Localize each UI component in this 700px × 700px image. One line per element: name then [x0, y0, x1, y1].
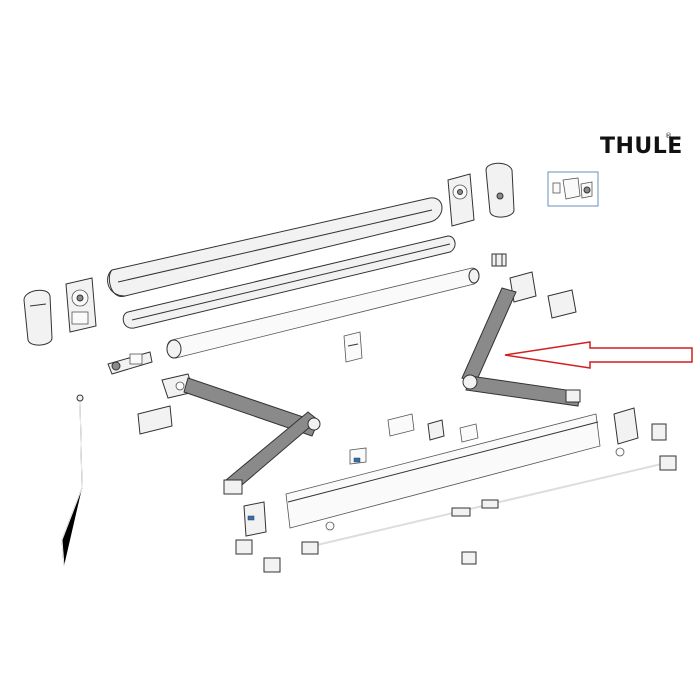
thule-logo: THULE	[600, 134, 683, 159]
small-parts-inset	[547, 171, 599, 207]
bottom-end-blocks	[263, 551, 477, 573]
registered-mark: ®	[665, 132, 672, 140]
left-end-cap	[23, 289, 53, 346]
right-end-cap	[613, 407, 667, 445]
left-arm-bracket	[137, 405, 173, 435]
center-bracket	[343, 331, 363, 363]
telescopic-bar	[301, 447, 677, 555]
right-folding-arm	[461, 271, 581, 407]
left-lower-caps	[235, 501, 267, 555]
front-lead-bar	[285, 413, 601, 529]
profile-rail	[122, 235, 456, 329]
right-gear-housing	[447, 162, 515, 227]
cassette-cover	[107, 197, 443, 297]
right-arm-bracket	[547, 289, 577, 319]
crank-handle	[61, 394, 84, 567]
rail-connector	[491, 253, 507, 267]
highlight-arrow	[504, 341, 693, 369]
mid-fasteners	[349, 413, 479, 465]
left-folding-arm	[161, 373, 321, 495]
left-spring-mechanism	[107, 351, 153, 375]
left-gear-housing	[65, 277, 97, 333]
roller-tube	[166, 267, 480, 359]
